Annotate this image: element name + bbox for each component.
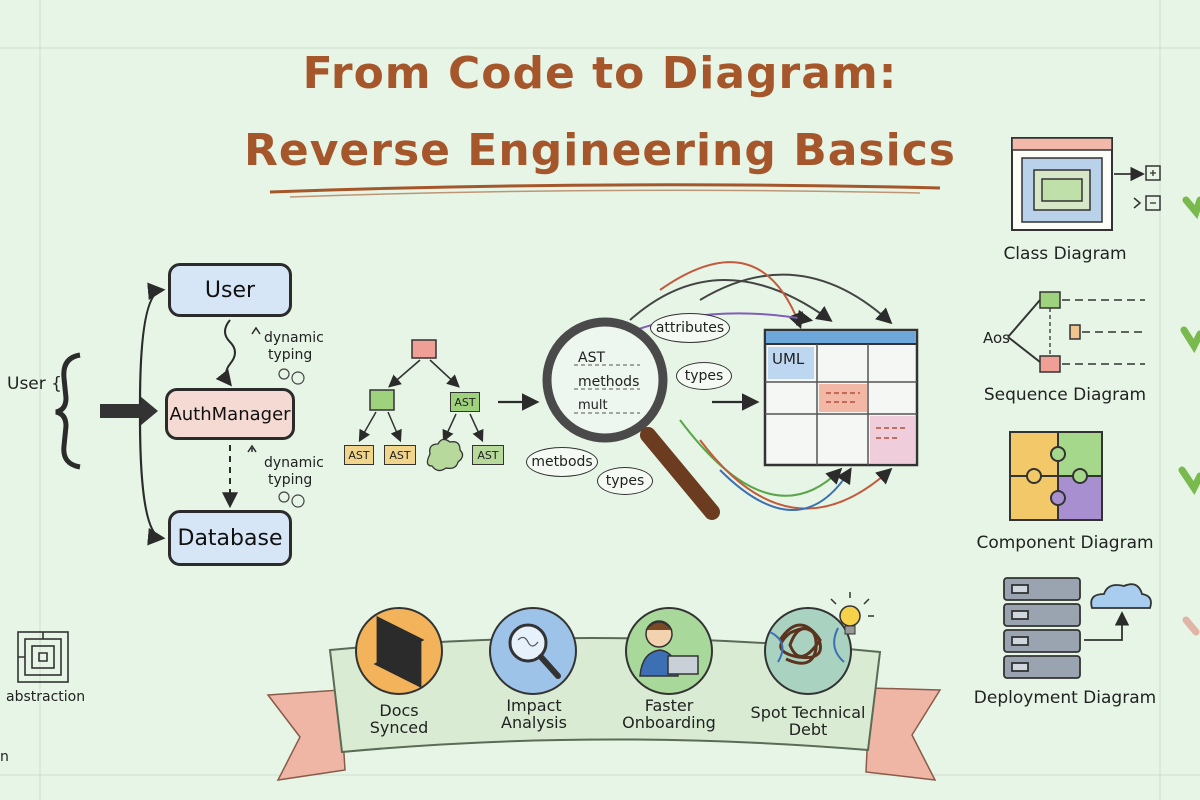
class-diagram-label: Class Diagram — [1003, 244, 1127, 264]
bubble-types: types — [676, 362, 732, 390]
branch-arrow-down — [138, 417, 166, 546]
bubble-attributes: attributes — [650, 313, 730, 343]
benefit-onboarding-line1: Faster — [644, 696, 694, 715]
benefit-tech-debt-line1: Spot Technical — [750, 703, 866, 722]
puzzle-icon — [1009, 431, 1103, 521]
ast-tree — [358, 339, 484, 472]
benefit-impact-line1: Impact — [506, 696, 562, 715]
benefit-tech-debt-line2: Debt — [788, 720, 828, 739]
uml-table — [763, 328, 919, 467]
tangled-wires-icon — [764, 607, 852, 695]
check-icons — [1178, 196, 1200, 636]
ast-leaf-chip: AST — [344, 445, 374, 465]
deployment-diagram-label: Deployment Diagram — [973, 688, 1157, 708]
benefit-onboarding-line2: Onboarding — [622, 713, 716, 732]
bottom-left-fragment: n — [0, 749, 9, 765]
node-authmanager: AuthManager — [165, 388, 295, 440]
ast-leaf-chip: AST — [472, 445, 504, 465]
branch-arrow-up — [138, 282, 166, 405]
title-underline — [269, 183, 941, 194]
magnifier-line-ast: AST — [578, 350, 606, 366]
page-title-line1: From Code to Diagram: — [302, 48, 898, 99]
magnifier-line-methods: methods — [578, 374, 640, 390]
cloud-icon — [1084, 583, 1152, 641]
bubble-metbods: metbods — [526, 447, 598, 477]
bubble-types-lower: types — [597, 467, 653, 495]
maze-icon — [17, 631, 69, 683]
sync-arrows-icon — [355, 607, 443, 695]
benefit-impact-line2: Analysis — [501, 713, 567, 732]
annotation-dynamic-top: dynamic — [264, 330, 324, 346]
thought-bubbles-icon — [278, 368, 305, 508]
page-title-line2: Reverse Engineering Basics — [244, 125, 956, 176]
lightbulb-icon — [830, 592, 874, 635]
class-diagram-icon — [1011, 137, 1161, 231]
input-arrow — [100, 396, 158, 426]
magnifier-line-mult: mult — [578, 398, 608, 413]
annotation-typing-top: typing — [268, 347, 313, 363]
source-code-label: User { — [7, 374, 62, 394]
component-diagram-label: Component Diagram — [976, 533, 1154, 553]
annotation-dynamic-bottom: dynamic — [264, 455, 324, 471]
brace-icon — [55, 352, 81, 470]
ast-leaf-chip: AST — [384, 445, 416, 465]
node-database: Database — [168, 510, 292, 566]
uml-label: UML — [772, 350, 805, 368]
benefit-docs-synced-line1: Docs — [379, 701, 419, 720]
benefits-ribbon — [266, 637, 942, 781]
sequence-diagram-label: Sequence Diagram — [983, 385, 1147, 405]
sequence-side-text: Aos — [983, 329, 1010, 347]
annotation-typing-bottom: typing — [268, 472, 313, 488]
benefit-docs-synced-line2: Synced — [369, 718, 429, 737]
sequence-diagram-icon — [1007, 291, 1145, 373]
user-to-auth-arrow — [215, 319, 236, 387]
abstraction-label: abstraction — [6, 689, 86, 705]
magnifier-small-icon — [489, 607, 577, 695]
node-user: User — [168, 263, 292, 317]
magnifier-icon — [542, 317, 720, 520]
developer-laptop-icon — [625, 607, 713, 695]
ast-node-chip: AST — [450, 392, 480, 412]
server-rack-icon — [1003, 577, 1081, 679]
